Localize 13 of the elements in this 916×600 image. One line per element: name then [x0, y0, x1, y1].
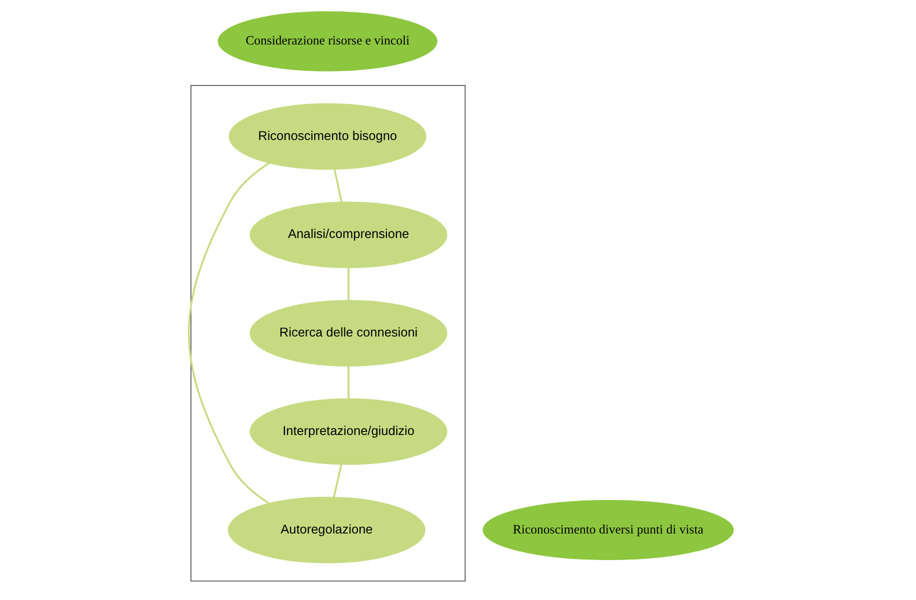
- connector: [347, 268, 349, 300]
- cluster: [190, 85, 466, 582]
- node-ellipse: Considerazione risorse e vincoli: [217, 11, 437, 72]
- connector: [347, 366, 349, 399]
- connector: [333, 169, 342, 202]
- node-ellipse: Interpretazione/giudizio: [249, 398, 447, 465]
- node-ellipse: Ricerca delle connesioni: [249, 300, 447, 366]
- connector: [188, 162, 270, 504]
- node-ellipse: Analisi/comprensione: [249, 202, 447, 268]
- connector: [332, 464, 342, 498]
- node-ellipse: Autoregolazione: [227, 496, 426, 564]
- node-ellipse: Riconoscimento bisogno: [228, 103, 426, 170]
- node-ellipse: Riconoscimento diversi punti di vista: [482, 500, 734, 560]
